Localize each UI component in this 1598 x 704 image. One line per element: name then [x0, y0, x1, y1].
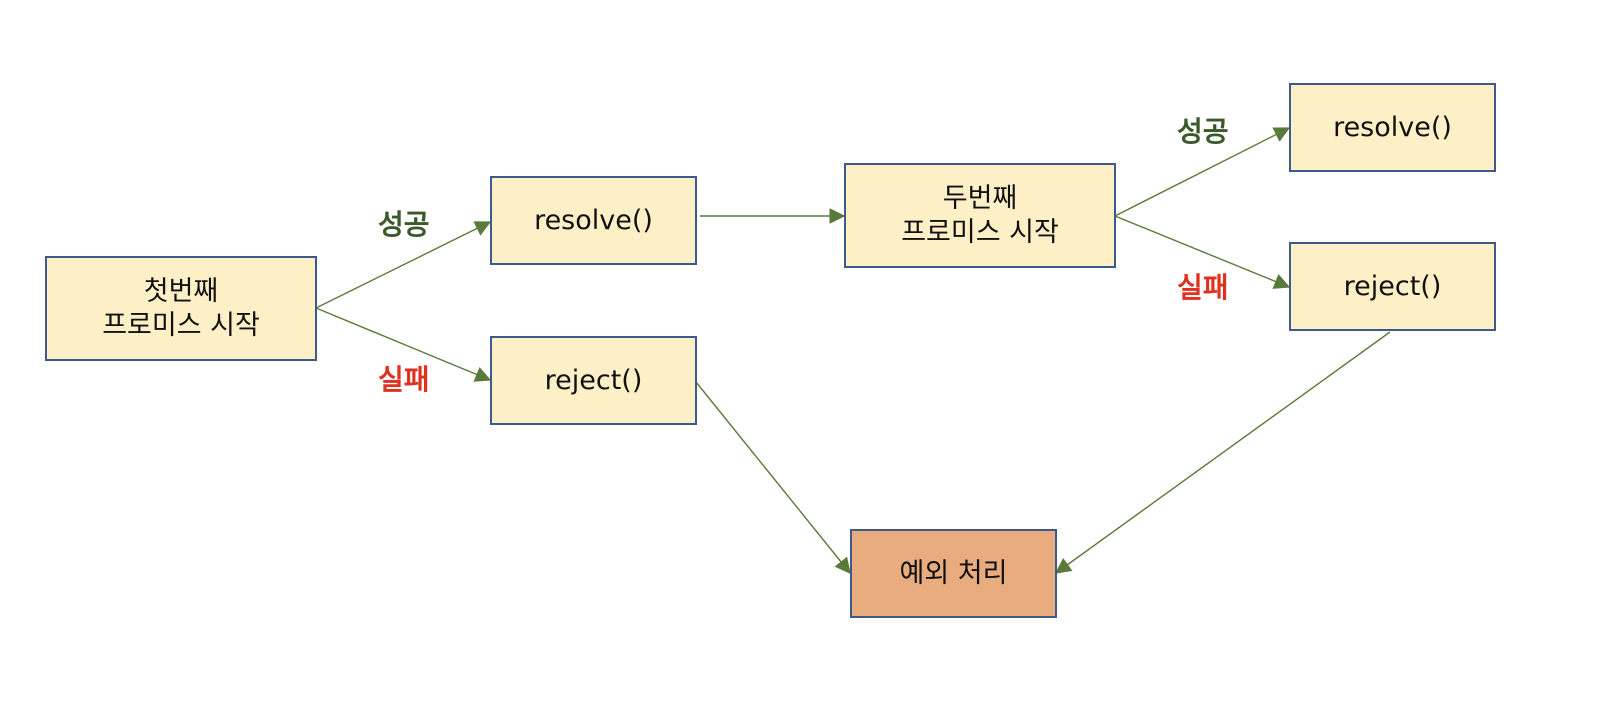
arrow-second-to-resolve: [1114, 127, 1291, 217]
exception-label: 예외 처리: [899, 557, 1008, 589]
resolve-label-1: resolve(): [534, 204, 653, 236]
second-promise-line-1: 두번째: [942, 182, 1018, 214]
arrow-first-to-resolve: [315, 221, 492, 309]
arrow-second-to-reject: [1114, 215, 1291, 289]
second-promise-line-2: 프로미스 시작: [901, 216, 1059, 248]
resolve-box-1: resolve(): [490, 176, 697, 265]
success-label-1: 성공: [378, 208, 430, 241]
arrow-reject2-to-exception: [1054, 331, 1391, 574]
reject-label-2: reject(): [1343, 270, 1442, 302]
first-promise-line-1: 첫번째: [143, 275, 219, 307]
resolve-box-2: resolve(): [1289, 83, 1496, 172]
second-promise-start-box: 두번째 프로미스 시작: [844, 163, 1116, 268]
failure-label-1: 실패: [378, 363, 430, 396]
success-label-2: 성공: [1177, 115, 1229, 148]
reject-box-2: reject(): [1289, 242, 1496, 331]
arrow-reject1-to-exception: [695, 381, 851, 575]
arrow-first-to-reject: [315, 307, 492, 382]
first-promise-line-2: 프로미스 시작: [102, 309, 260, 341]
first-promise-start-box: 첫번째 프로미스 시작: [45, 256, 317, 361]
reject-box-1: reject(): [490, 336, 697, 425]
failure-label-2: 실패: [1177, 271, 1229, 304]
exception-handling-box: 예외 처리: [850, 529, 1057, 618]
resolve-label-2: resolve(): [1333, 111, 1452, 143]
reject-label-1: reject(): [544, 364, 643, 396]
